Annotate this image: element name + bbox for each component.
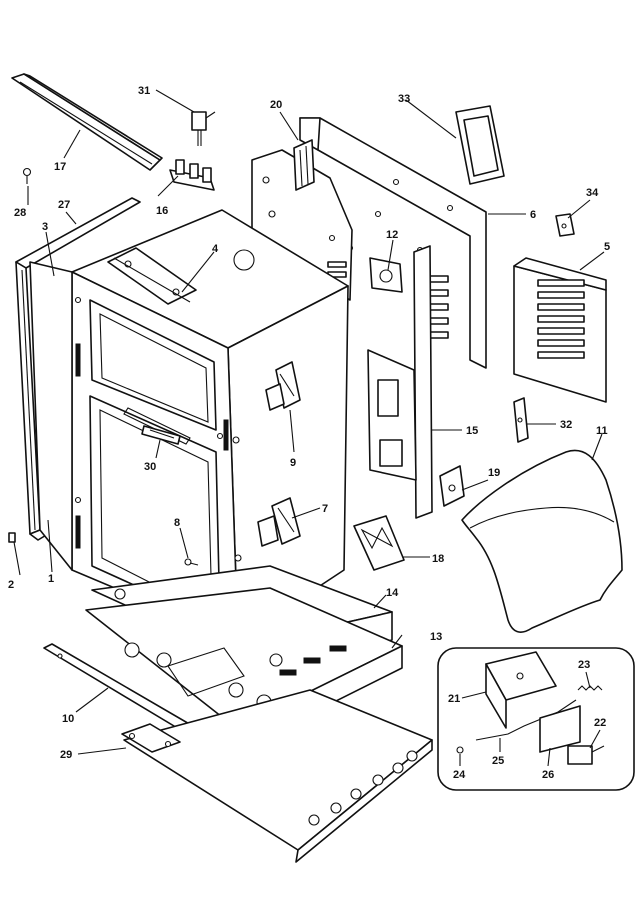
callout-1: 1 xyxy=(48,573,54,585)
callout-24: 24 xyxy=(453,769,466,781)
callouts: 1 2 3 4 5 6 7 8 9 10 11 12 13 14 15 16 1… xyxy=(8,85,610,781)
callout-14: 14 xyxy=(386,587,399,599)
callout-34: 34 xyxy=(586,187,599,199)
callout-12: 12 xyxy=(386,229,398,241)
callout-16: 16 xyxy=(156,205,168,217)
bottom-floor-tray xyxy=(123,689,433,863)
screw-28 xyxy=(22,167,32,184)
callout-22: 22 xyxy=(594,717,606,729)
callout-2: 2 xyxy=(8,579,14,591)
mounting-clip xyxy=(555,213,575,237)
oven-cavity xyxy=(71,209,349,641)
door-hinge-lower xyxy=(257,497,301,547)
leader-lines xyxy=(13,89,605,767)
callout-7: 7 xyxy=(322,503,328,515)
door-latch-plate xyxy=(141,425,181,445)
callout-11: 11 xyxy=(596,425,608,437)
callout-28: 28 xyxy=(14,207,26,219)
callout-9: 9 xyxy=(290,457,296,469)
callout-27: 27 xyxy=(58,199,70,211)
callout-25: 25 xyxy=(492,755,504,767)
temperature-sensor xyxy=(191,111,216,146)
callout-18: 18 xyxy=(432,553,444,565)
small-bracket xyxy=(513,397,529,443)
callout-15: 15 xyxy=(466,425,478,437)
floor-bracket xyxy=(121,723,181,753)
callout-19: 19 xyxy=(488,467,500,479)
heat-shield xyxy=(353,515,405,571)
igniter-detail-inset xyxy=(437,647,635,791)
door-hinge-upper xyxy=(265,361,301,411)
callout-13: 13 xyxy=(430,631,442,643)
callout-32: 32 xyxy=(560,419,572,431)
insulation-blanket xyxy=(461,449,623,633)
callout-26: 26 xyxy=(542,769,554,781)
callout-5: 5 xyxy=(604,241,610,253)
louvered-vent-panel xyxy=(513,257,607,403)
rear-panel-louvers xyxy=(429,275,449,339)
callout-33: 33 xyxy=(398,93,410,105)
callout-10: 10 xyxy=(62,713,74,725)
callout-6: 6 xyxy=(530,209,536,221)
callout-21: 21 xyxy=(448,693,460,705)
screw-2 xyxy=(8,532,16,543)
side-bracket xyxy=(293,139,315,191)
callout-4: 4 xyxy=(212,243,219,255)
vent-outlet xyxy=(369,257,403,293)
top-trim-strip xyxy=(11,73,163,171)
callout-17: 17 xyxy=(54,161,66,173)
vent-frame xyxy=(455,105,505,185)
callout-8: 8 xyxy=(174,517,180,529)
receptacle-bracket xyxy=(169,159,215,191)
callout-30: 30 xyxy=(144,461,156,473)
right-side-panel xyxy=(367,245,433,519)
front-frame xyxy=(29,261,73,571)
callout-29: 29 xyxy=(60,749,72,761)
screw-8 xyxy=(184,558,199,566)
callout-3: 3 xyxy=(42,221,48,233)
callout-20: 20 xyxy=(270,99,282,111)
callout-23: 23 xyxy=(578,659,590,671)
corner-bracket xyxy=(439,465,465,507)
top-bracket xyxy=(107,247,197,305)
callout-31: 31 xyxy=(138,85,150,97)
